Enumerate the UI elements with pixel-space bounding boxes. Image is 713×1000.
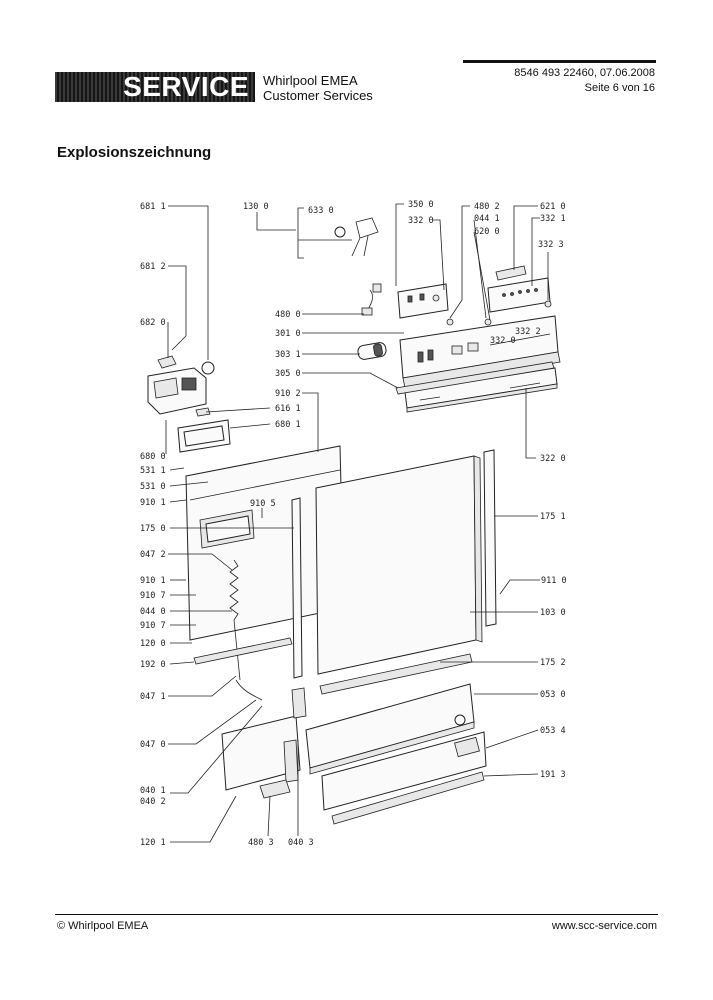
connector-drawing — [361, 283, 382, 316]
electronic-module-drawing — [397, 283, 449, 319]
document-info: 8546 493 22460, 07.06.2008 Seite 6 von 1… — [514, 66, 655, 96]
part-labels: 681 1 681 2 682 0 680 0 531 1 531 0 910 … — [140, 200, 567, 848]
part-label: 910 5 — [250, 499, 276, 509]
part-label: 682 0 — [140, 318, 166, 328]
bottom-strip-drawing — [193, 637, 293, 665]
part-label: 332 0 — [408, 216, 434, 226]
inner-door-drawing — [185, 445, 345, 641]
part-label: 680 0 — [140, 452, 166, 462]
hinge-plate-drawing — [291, 687, 307, 719]
part-label: 616 1 — [275, 404, 301, 414]
hinge-plate-drawing — [259, 779, 291, 799]
part-label: 480 2 — [474, 202, 500, 212]
part-label: 044 1 — [474, 214, 500, 224]
bracket-drawing — [283, 739, 299, 783]
part-label: 175 1 — [540, 512, 566, 522]
plinth-drawing — [321, 731, 487, 811]
part-label: 910 7 — [140, 621, 166, 631]
part-label: 044 0 — [140, 607, 166, 617]
header-top-rule — [463, 60, 656, 63]
company-name: Whirlpool EMEA — [263, 73, 358, 88]
part-label: 621 0 — [540, 202, 566, 212]
part-label: 332 1 — [540, 214, 566, 224]
outer-door-drawing — [315, 455, 483, 675]
part-label: 192 0 — [140, 660, 166, 670]
service-logo-text: SERVICE — [123, 71, 249, 102]
part-label: 120 0 — [140, 639, 166, 649]
bracket-drawing — [221, 715, 301, 791]
part-label: 680 1 — [275, 420, 301, 430]
document-number: 8546 493 22460, 07.06.2008 — [514, 67, 655, 79]
part-label: 047 0 — [140, 740, 166, 750]
screw-drawing — [544, 300, 552, 308]
part-label: 531 1 — [140, 466, 166, 476]
part-label: 332 0 — [490, 336, 516, 346]
part-label: 053 4 — [540, 726, 566, 736]
part-label: 332 2 — [515, 327, 541, 337]
part-label: 130 0 — [243, 202, 269, 212]
part-label: 681 1 — [140, 202, 166, 212]
kick-plate-drawing — [305, 683, 475, 775]
knob-drawing — [357, 342, 387, 360]
part-label: 480 0 — [275, 310, 301, 320]
part-label: 175 2 — [540, 658, 566, 668]
part-label: 303 1 — [275, 350, 301, 360]
part-label: 910 1 — [140, 498, 166, 508]
part-label: 120 1 — [140, 838, 166, 848]
strip-drawing — [395, 361, 555, 395]
footer-copyright: © Whirlpool EMEA — [57, 920, 149, 932]
fascia-panel-drawing — [404, 367, 558, 413]
part-label: 531 0 — [140, 482, 166, 492]
part-label: 910 2 — [275, 389, 301, 399]
part-label: 191 3 — [540, 770, 566, 780]
part-label: 350 0 — [408, 200, 434, 210]
hinge-assembly-drawing — [334, 217, 379, 257]
display-module-drawing — [487, 265, 551, 313]
dispenser-drawing — [147, 355, 215, 415]
part-label: 175 0 — [140, 524, 166, 534]
company-department: Customer Services — [263, 88, 373, 103]
part-label: 911 0 — [541, 576, 567, 586]
part-label: 047 1 — [140, 692, 166, 702]
part-label: 301 0 — [275, 329, 301, 339]
service-logo: SERVICE — [55, 72, 255, 102]
screw-drawing — [484, 318, 492, 326]
part-label: 620 0 — [474, 227, 500, 237]
part-label: 332 3 — [538, 240, 564, 250]
part-label: 322 0 — [540, 454, 566, 464]
part-label: 040 3 — [288, 838, 314, 848]
screw-drawing — [446, 318, 454, 326]
part-label: 681 2 — [140, 262, 166, 272]
gasket-drawing — [177, 419, 231, 453]
control-panel-drawing — [399, 315, 561, 389]
part-label: 040 1 — [140, 786, 166, 796]
part-label: 480 3 — [248, 838, 274, 848]
plinth-strip-drawing — [331, 771, 485, 825]
page-number: Seite 6 von 16 — [584, 82, 655, 94]
door-strip-drawing — [291, 497, 303, 679]
part-label: 053 0 — [540, 690, 566, 700]
part-label: 040 2 — [140, 797, 166, 807]
part-label: 047 2 — [140, 550, 166, 560]
leader-lines — [165, 203, 549, 843]
seal-drawing — [195, 407, 211, 417]
door-side-strip-drawing — [483, 449, 497, 627]
part-label: 633 0 — [308, 206, 334, 216]
part-label: 910 1 — [140, 576, 166, 586]
part-label: 103 0 — [540, 608, 566, 618]
page-title: Explosionszeichnung — [57, 144, 212, 161]
footer-website: www.scc-service.com — [551, 920, 657, 932]
company-block: Whirlpool EMEA Customer Services — [263, 73, 373, 103]
part-label: 910 7 — [140, 591, 166, 601]
footer-rule — [55, 914, 658, 915]
part-label: 305 0 — [275, 369, 301, 379]
